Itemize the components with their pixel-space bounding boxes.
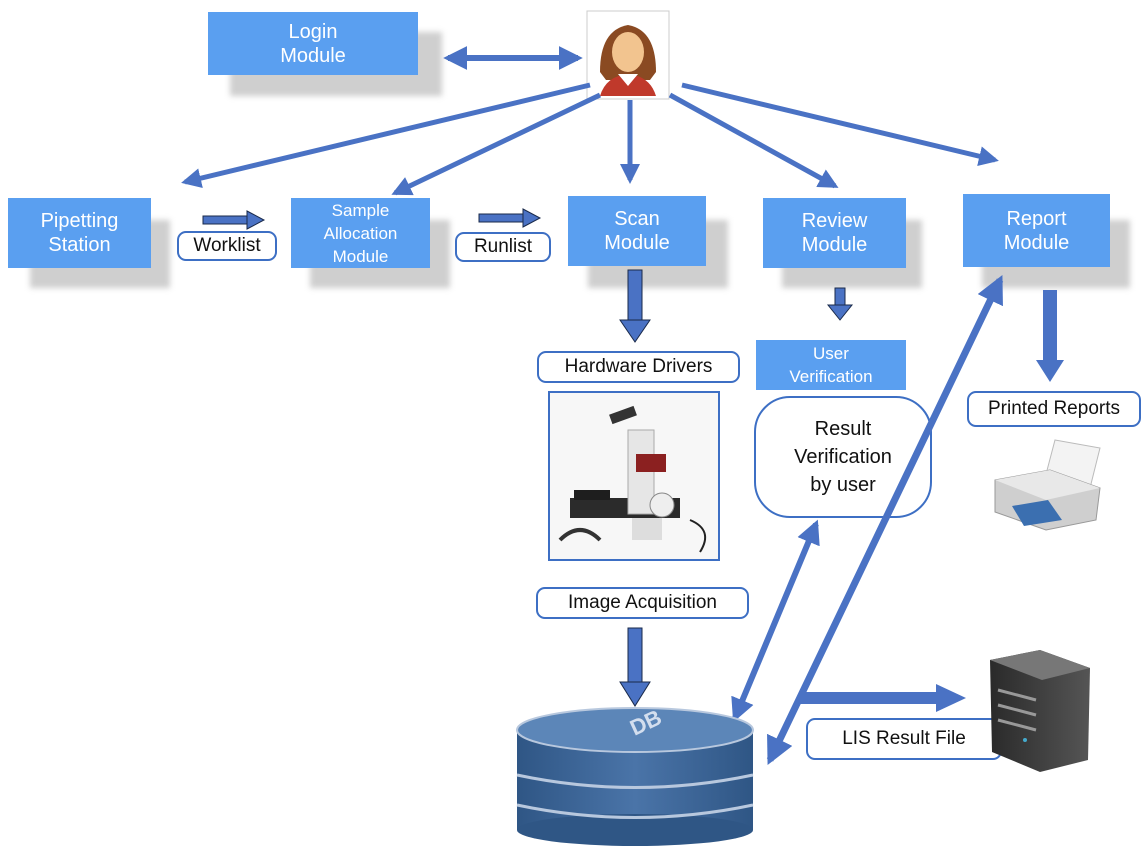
user-avatar-icon: [586, 10, 670, 100]
image-acquisition-tag: Image Acquisition: [536, 587, 749, 619]
worklist-label: Worklist: [193, 235, 261, 256]
lis-arrow: [800, 684, 966, 712]
server-icon: [990, 650, 1090, 772]
scan-module: Scan Module: [568, 196, 706, 266]
pipetting-station-label: Pipetting Station: [40, 210, 119, 256]
pipetting-station-module: Pipetting Station: [8, 198, 151, 268]
runlist-tag: Runlist: [455, 232, 551, 262]
database-icon: [516, 707, 754, 846]
worklist-arrow: [202, 210, 266, 230]
acquisition-down-arrow: [619, 627, 651, 707]
runlist-label: Runlist: [473, 236, 533, 257]
sample-allocation-label: Sample Allocation Module: [323, 200, 398, 266]
sample-allocation-module: Sample Allocation Module: [291, 198, 430, 268]
printer-icon: [994, 439, 1101, 531]
review-module-label: Review Module: [801, 210, 868, 256]
printed-reports-label: Printed Reports: [987, 398, 1120, 419]
hardware-drivers-tag: Hardware Drivers: [537, 351, 740, 383]
login-module: Login Module: [208, 12, 418, 75]
runlist-arrow: [478, 208, 542, 228]
login-module-label: Login Module: [280, 20, 346, 67]
scan-down-arrow: [619, 269, 651, 343]
review-module: Review Module: [763, 198, 906, 268]
report-module-label: Report Module: [1003, 207, 1070, 254]
hardware-drivers-label: Hardware Drivers: [564, 356, 713, 377]
image-acquisition-label: Image Acquisition: [568, 592, 717, 613]
microscope-icon: [548, 391, 720, 561]
worklist-tag: Worklist: [177, 231, 277, 261]
review-down-arrow: [826, 287, 854, 321]
report-down-arrow: [1036, 290, 1064, 382]
report-module: Report Module: [963, 194, 1110, 267]
scan-module-label: Scan Module: [604, 208, 670, 254]
